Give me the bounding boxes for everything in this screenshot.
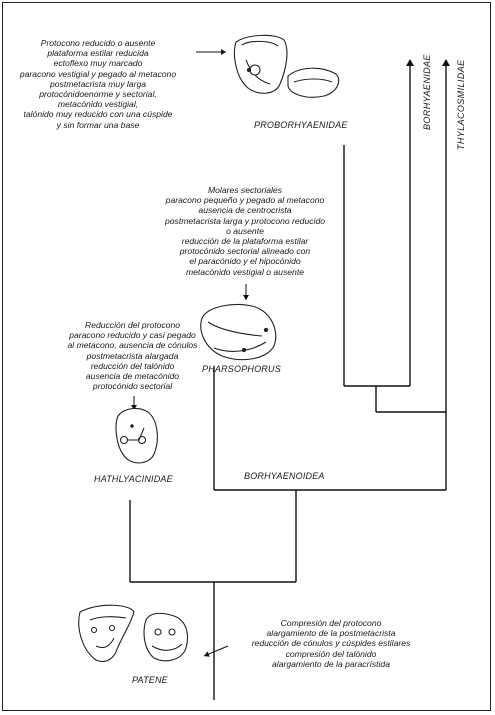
note-line: postmetacrista alargada — [86, 350, 179, 361]
note-line: protocónido sectorial — [92, 381, 173, 392]
note-line: protocónidoenorme y sectorial, — [39, 89, 157, 100]
pointer-arrows — [131, 49, 249, 657]
note-line: ectoflexo muy marcado — [53, 58, 143, 69]
note-line: paracono pequeño y pegado al metacono — [165, 195, 325, 206]
note-line: reducción de la plataforma estilar — [181, 236, 309, 247]
note-line: plataforma estilar reducida — [47, 48, 149, 59]
note-line: o ausente — [226, 225, 264, 236]
patene-characters: Compresión del protocono alargamiento de… — [226, 618, 436, 669]
taxon-label-patene: PATENE — [132, 675, 168, 685]
note-line: alargamiento de la paracrístida — [272, 658, 390, 669]
borhyaenoidea-characters: Molares sectoriales paracono pequeño y p… — [150, 185, 340, 277]
note-line: paracono reducido y casi pegado — [69, 330, 196, 341]
note-line: el paracónido y el hipocónido — [189, 256, 301, 267]
note-line: y sin formar una base — [56, 119, 140, 130]
proborhyaenidae-characters: Protocono reducido o ausente plataforma … — [8, 38, 188, 130]
molar-drawings — [78, 34, 340, 663]
taxon-label-proborhyaenidae: PROBORHYAENIDAE — [254, 120, 348, 130]
note-line: reducción de cónulos y cúspides estilare… — [251, 638, 411, 649]
note-line: postmetacrista muy larga — [50, 78, 146, 89]
pharsophorus-molar — [200, 303, 277, 361]
note-line: alargamiento de la postmetacrista — [266, 628, 396, 639]
proborhyaenidae-molars — [233, 34, 340, 98]
note-line: ausencia de metacónido — [85, 371, 180, 382]
note-line: metacónido vestigial, — [57, 99, 139, 110]
tree-branches — [129, 59, 450, 700]
patene-molars — [78, 604, 189, 663]
note-line: Molares sectoriales — [207, 185, 283, 195]
note-line: paracono vestigial y pegado al metacono — [19, 68, 177, 79]
note-line: metacónido vestigial o ausente — [185, 266, 304, 277]
taxon-label-pharsophorus: PHARSOPHORUS — [202, 364, 281, 374]
note-line: postmetacrista larga y protocono reducid… — [164, 215, 326, 226]
hathlyacinidae-molar — [115, 407, 158, 464]
note-line: compresión del talónido — [285, 648, 377, 659]
note-line: reducción del talónido — [90, 360, 175, 371]
note-line: al metacono, ausencia de cónulos — [67, 340, 198, 351]
taxon-label-thylacosmilidae: THYLACOSMILIDAE — [456, 59, 466, 150]
note-line: protocónido sectorial alineado con — [179, 246, 311, 257]
note-line: Reducción del protocono — [84, 320, 181, 330]
note-line: Compresión del protocono — [280, 618, 382, 628]
taxon-label-hathlyacinidae: HATHLYACINIDAE — [94, 474, 173, 484]
clade-label-borhyaenoidea: BORHYAENOIDEA — [244, 471, 325, 481]
hathlyacinidae-characters: Reducción del protocono paracono reducid… — [30, 320, 235, 391]
taxon-label-borhyaenidae: BORHYAENIDAE — [422, 54, 432, 130]
note-line: ausencia de centrocrista — [198, 205, 292, 216]
note-line: talónido muy reducido con una cúspide — [23, 109, 173, 120]
note-line: Protocono reducido o ausente — [40, 38, 156, 48]
